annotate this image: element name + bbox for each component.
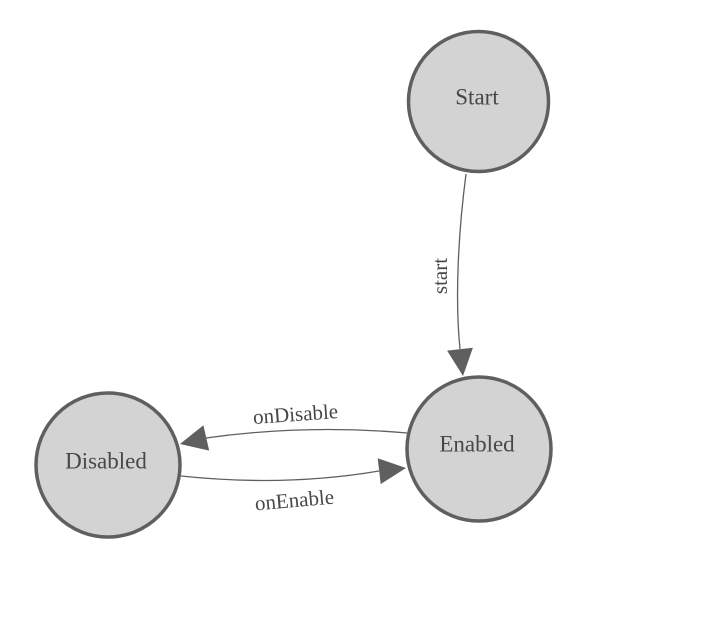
node-start-label: Start <box>455 85 499 110</box>
node-disabled-circle[interactable] <box>34 391 182 539</box>
edge-ondisable-arrowhead <box>180 425 210 451</box>
edge-onenable-arrowhead <box>377 458 406 485</box>
node-disabled[interactable]: Disabled <box>34 391 182 539</box>
node-enabled[interactable]: Enabled <box>405 375 553 523</box>
edge-start-label: start <box>428 258 452 294</box>
edge-ondisable[interactable]: onDisable <box>180 399 408 451</box>
node-start-circle[interactable] <box>406 29 551 174</box>
edge-onenable[interactable]: onEnable <box>180 458 406 516</box>
edge-start-path[interactable] <box>456 173 467 350</box>
node-disabled-label: Disabled <box>65 449 147 474</box>
edge-onenable-path[interactable] <box>180 470 380 482</box>
edge-start-arrowhead <box>447 347 473 376</box>
edge-onenable-label: onEnable <box>254 485 335 516</box>
edge-ondisable-label: onDisable <box>252 399 339 429</box>
edge-ondisable-path[interactable] <box>205 428 408 439</box>
node-enabled-circle[interactable] <box>405 375 553 523</box>
node-start[interactable]: Start <box>406 29 551 174</box>
node-enabled-label: Enabled <box>439 432 515 457</box>
edge-start-to-enabled[interactable]: start <box>428 173 473 376</box>
